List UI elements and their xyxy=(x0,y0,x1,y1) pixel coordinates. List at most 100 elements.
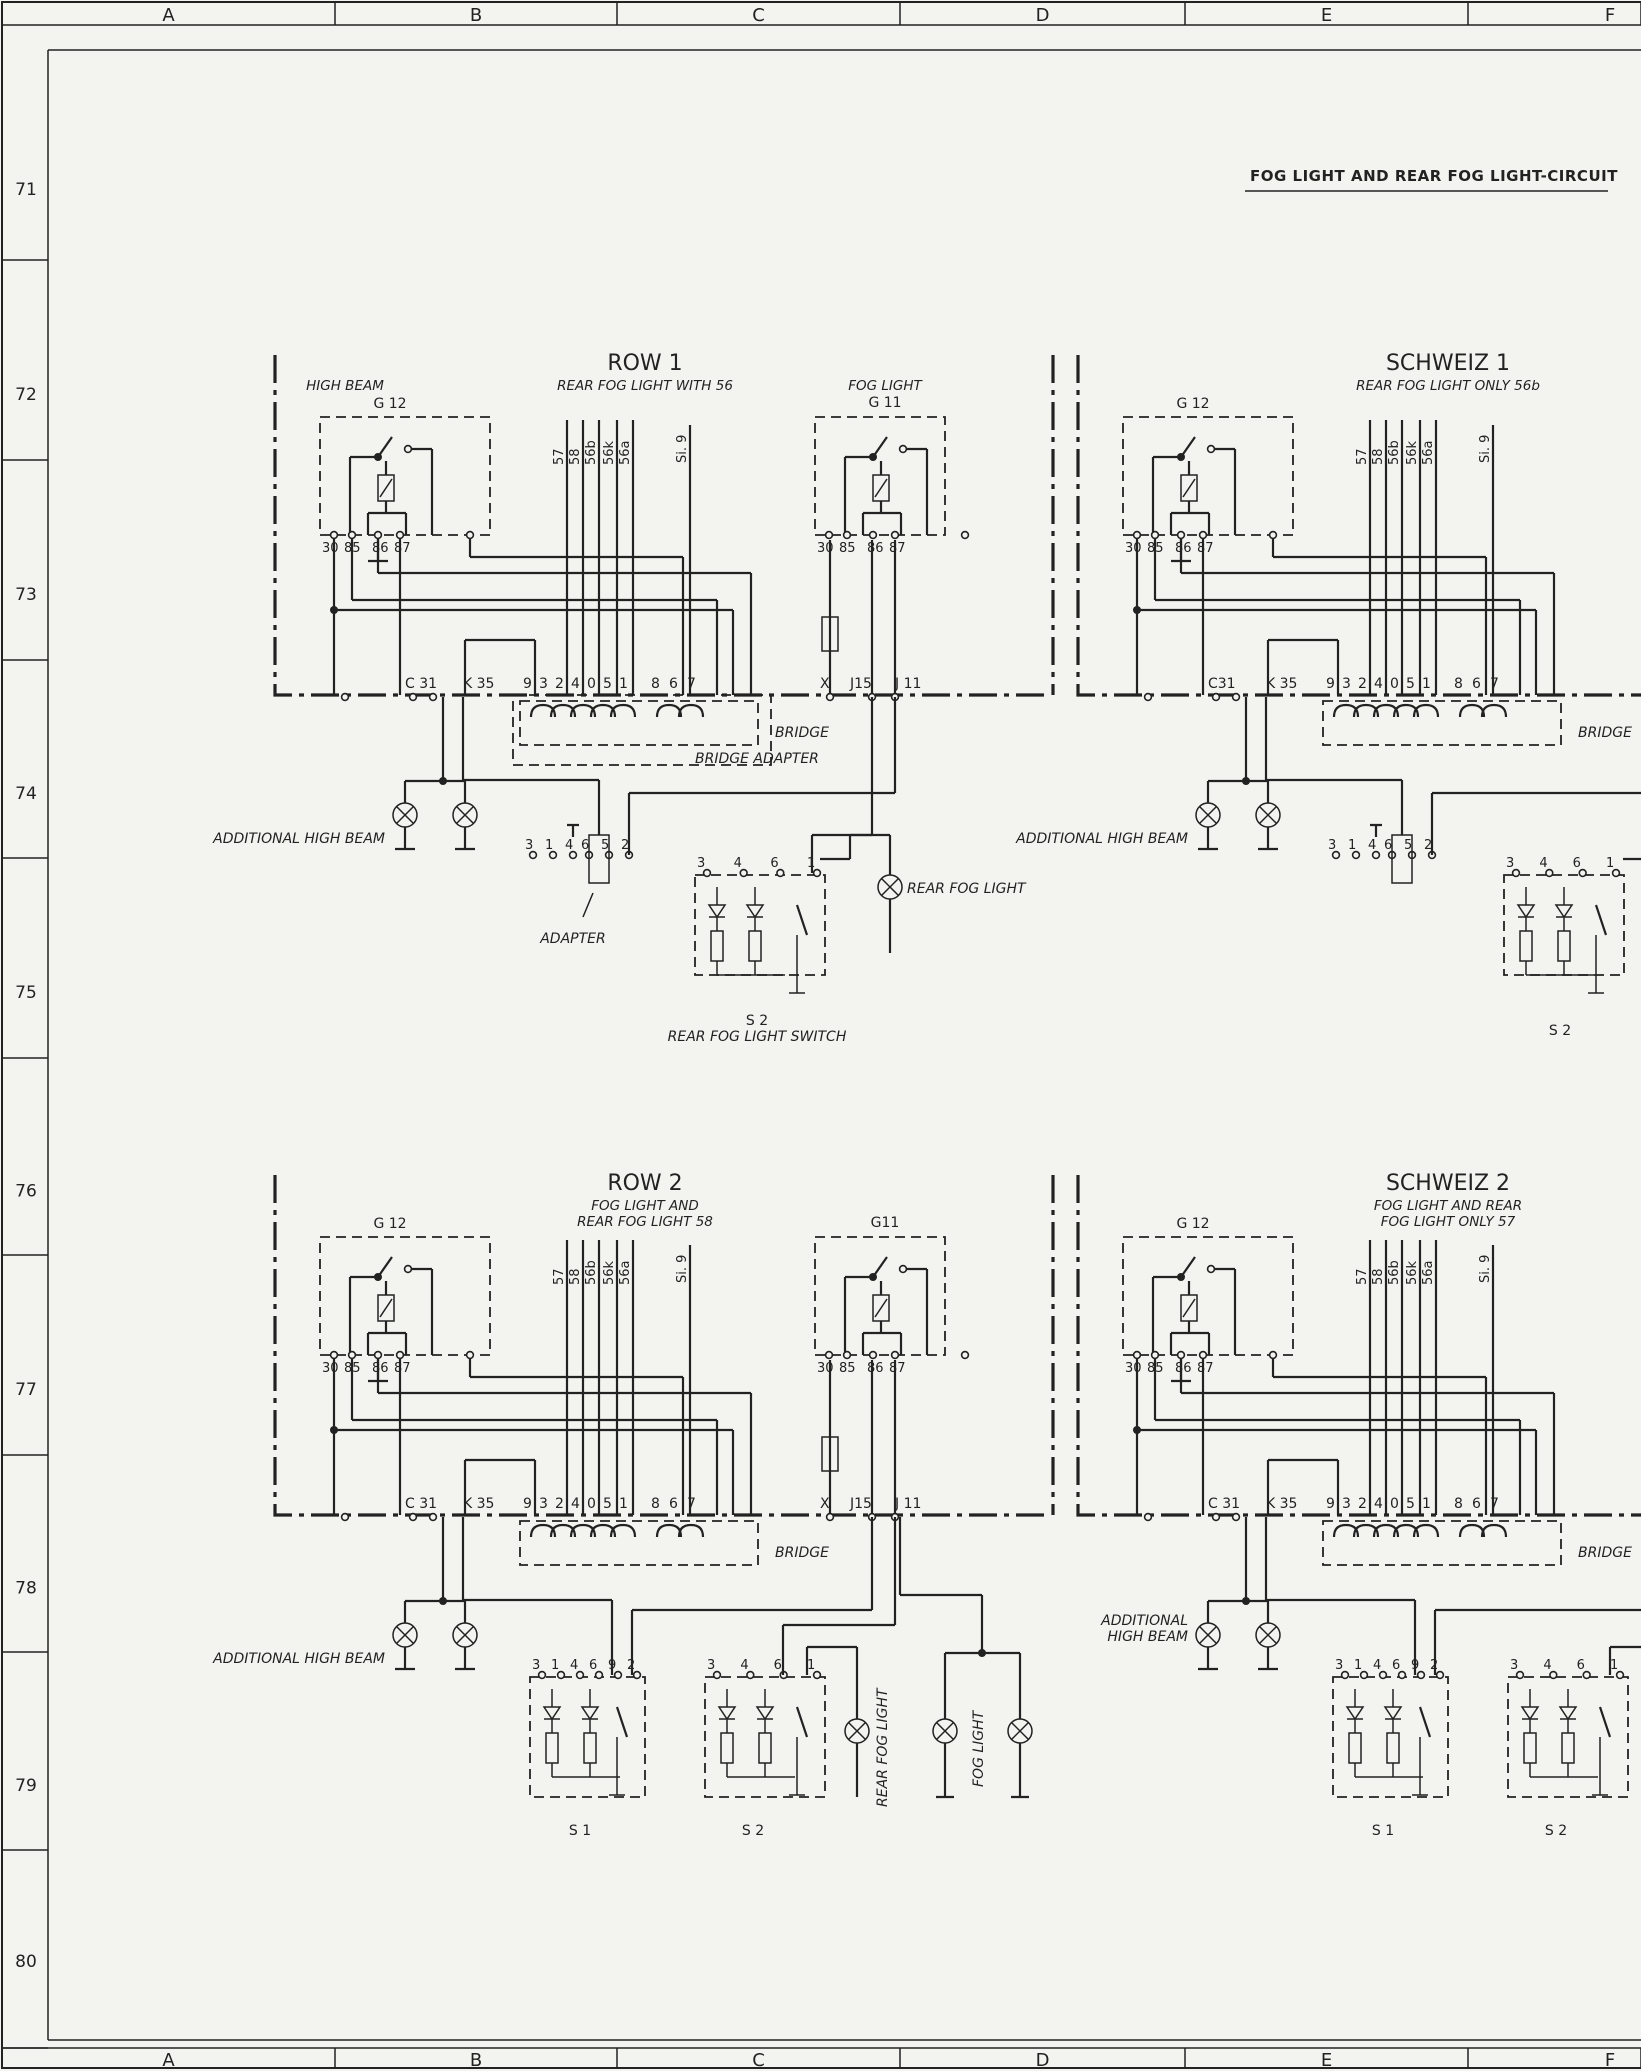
coil-slash xyxy=(874,478,888,498)
housing-border xyxy=(273,1175,1050,1517)
connector-pin-label: 2 xyxy=(555,676,564,692)
adapter-pin-label: 5 xyxy=(601,838,609,853)
relay-pin xyxy=(347,1350,357,1360)
connector-pin-label: 9 xyxy=(523,1496,532,1512)
column-label-top: F xyxy=(1605,5,1615,26)
indicator-led xyxy=(580,1706,600,1721)
switch-contact xyxy=(615,1706,629,1738)
relay-pin-label: 86 xyxy=(372,1361,389,1376)
switch-pin xyxy=(702,868,712,878)
connector-pin-label: 3 xyxy=(539,676,548,692)
relay-pin xyxy=(960,530,970,540)
connector-terminal xyxy=(1211,1512,1221,1522)
column-label-top: D xyxy=(1036,5,1050,26)
row-label: 78 xyxy=(15,1579,37,1599)
bridge-label: BRIDGE xyxy=(775,1545,829,1561)
relay-pin xyxy=(395,1350,405,1360)
additional-high-beam-lamp xyxy=(1195,802,1221,828)
indicator-led xyxy=(1516,904,1536,919)
switch-pin-label: 4 xyxy=(1539,856,1547,871)
switch-pin xyxy=(1515,1670,1525,1680)
column-label-bottom: A xyxy=(162,2050,175,2071)
relay-pin-label: 87 xyxy=(889,1361,906,1376)
relay-pin xyxy=(1132,1350,1142,1360)
row-label: 75 xyxy=(15,983,37,1003)
connector-pin-label: 8 xyxy=(651,676,660,692)
coil-slash xyxy=(1182,1298,1196,1318)
ground-symbol xyxy=(1256,825,1280,851)
switch-pin-label: 6 xyxy=(1573,856,1581,871)
bus-wire-label: Si. 9 xyxy=(675,435,690,463)
additional-high-beam-label: ADDITIONAL HIGH BEAM xyxy=(212,831,385,847)
switch-pin-label: 3 xyxy=(697,856,705,871)
switch-pin-label: 3 xyxy=(1506,856,1514,871)
relay-g12-label: G 12 xyxy=(1176,396,1209,412)
connector-terminal xyxy=(825,1512,835,1522)
bus-wire-label: 58 xyxy=(1371,448,1386,465)
column-label-top: B xyxy=(470,5,482,26)
relay-pin-label: 30 xyxy=(1125,541,1142,556)
indicator-led xyxy=(1554,904,1574,919)
connector-terminal xyxy=(1143,692,1153,702)
connector-pin-label: 0 xyxy=(587,1496,596,1512)
connector-terminal xyxy=(428,1512,438,1522)
resistor xyxy=(720,1732,734,1764)
additional-high-beam-label: ADDITIONAL HIGH BEAM xyxy=(1015,831,1188,847)
adapter-pin xyxy=(1371,850,1381,860)
housing-border xyxy=(1076,355,1641,697)
resistor xyxy=(1523,1732,1537,1764)
connector-label: K 35 xyxy=(1266,676,1297,692)
relay-pin-label: 87 xyxy=(1197,541,1214,556)
switch-pin-label: 6 xyxy=(1577,1658,1585,1673)
bridge-label: BRIDGE xyxy=(775,725,829,741)
connector-label: J 11 xyxy=(894,1496,921,1512)
rear-fog-light-lamp xyxy=(877,874,903,900)
fuse xyxy=(821,1436,839,1472)
bus-wire-label: 56b xyxy=(584,1260,599,1285)
column-label-bottom: B xyxy=(470,2050,482,2071)
switch-pin xyxy=(712,1670,722,1680)
bus-wire-label: 56b xyxy=(1387,440,1402,465)
connector-pin-label: 1 xyxy=(619,1496,628,1512)
connector-terminal xyxy=(1211,692,1221,702)
bus-wire-label: 57 xyxy=(1355,448,1370,465)
relay-pin xyxy=(842,1350,852,1360)
adapter-pointer xyxy=(582,892,594,918)
switch-pin xyxy=(812,1670,822,1680)
connector-label: J15 xyxy=(849,1496,872,1512)
bus-wire-label: 56k xyxy=(602,1260,617,1285)
connector-terminal xyxy=(825,692,835,702)
indicator-led xyxy=(745,904,765,919)
bridge-outline xyxy=(1322,1520,1562,1566)
connector-terminal xyxy=(408,1512,418,1522)
bus-wire-label: Si. 9 xyxy=(1478,1255,1493,1283)
connector-pin-label: 4 xyxy=(1374,1496,1383,1512)
panel-subtitle: REAR FOG LIGHT 58 xyxy=(577,1214,713,1230)
switch-contact xyxy=(795,904,809,936)
bus-wire-label: 56a xyxy=(1421,440,1436,465)
relay-pin xyxy=(329,1350,339,1360)
relay-pin xyxy=(960,1350,970,1360)
additional-high-beam-label: HIGH BEAM xyxy=(1107,1629,1188,1645)
bridge-label: BRIDGE xyxy=(1578,725,1632,741)
bridge-adapter-label: BRIDGE ADAPTER xyxy=(695,751,819,767)
adapter-pin-label: 2 xyxy=(1424,838,1432,853)
relay-pin-label: 30 xyxy=(322,541,339,556)
relay-g12-label: G 12 xyxy=(373,396,406,412)
bus-wire-label: 57 xyxy=(552,448,567,465)
switch-pin xyxy=(1511,868,1521,878)
relay-switch-blade xyxy=(872,436,888,458)
housing-border xyxy=(1076,1175,1641,1517)
bridge-link xyxy=(655,1523,683,1539)
relay-contact xyxy=(898,444,908,454)
coil-slash xyxy=(379,1298,393,1318)
bus-wire-label: 57 xyxy=(1355,1268,1370,1285)
adapter-post xyxy=(1370,823,1382,837)
bus-wire-label: Si. 9 xyxy=(675,1255,690,1283)
relay-pin-label: 85 xyxy=(839,1361,856,1376)
